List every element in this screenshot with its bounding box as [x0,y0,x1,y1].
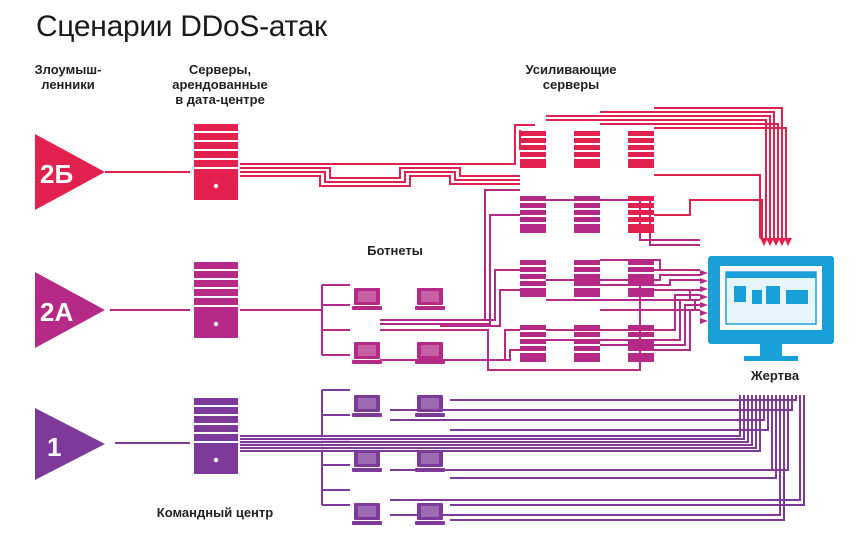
scenario-2a [110,189,700,371]
label-attackers: Злоумыш- ленники [34,62,102,92]
command-center-server [194,398,238,474]
label-command-center: Командный центр [156,505,274,520]
bot-laptop [415,288,445,310]
botnet-1 [352,395,445,525]
scenario-1-white-gaps [240,437,756,450]
bot-laptop [415,503,445,525]
amplifier-server [520,260,546,297]
label-amplifiers: Усиливающие серверы [525,62,617,92]
attacker-2b-label: 2Б [40,159,73,189]
amplifier-server [520,196,546,233]
label-victim: Жертва [750,368,800,383]
arrow-heads-2a [700,270,708,324]
bot-laptop [352,395,382,417]
amplifier-server [574,260,600,297]
label-botnets: Ботнеты [367,243,423,258]
rented-server-2a [194,262,238,338]
bot-laptop [352,288,382,310]
bot-laptop [415,395,445,417]
botnet-2a [352,288,445,364]
label-rented-servers: Серверы, арендованные в дата-центре [172,62,268,107]
attacker-2a: 2А [35,272,105,348]
attacker-2b: 2Б [35,134,105,210]
rented-server-2b [194,124,238,200]
amplifier-server [520,325,546,362]
attacker-1: 1 [35,408,105,480]
scenario-2b [105,107,787,238]
attacker-1-label: 1 [47,432,61,462]
amplifier-server [574,131,600,168]
bot-laptop [352,503,382,525]
bot-laptop [415,342,445,364]
bot-laptop [415,450,445,472]
attacker-2a-label: 2А [40,297,73,327]
amplifier-server [574,196,600,233]
victim-screen-content-icon [734,286,808,304]
amplifier-server [628,131,654,168]
victim-monitor [708,256,834,361]
amplifier-server [520,131,546,168]
page-title: Сценарии DDoS-атак [36,10,327,43]
amplifier-server [628,260,654,297]
arrow-heads [760,238,792,246]
bot-laptop [352,342,382,364]
bot-laptop [352,450,382,472]
